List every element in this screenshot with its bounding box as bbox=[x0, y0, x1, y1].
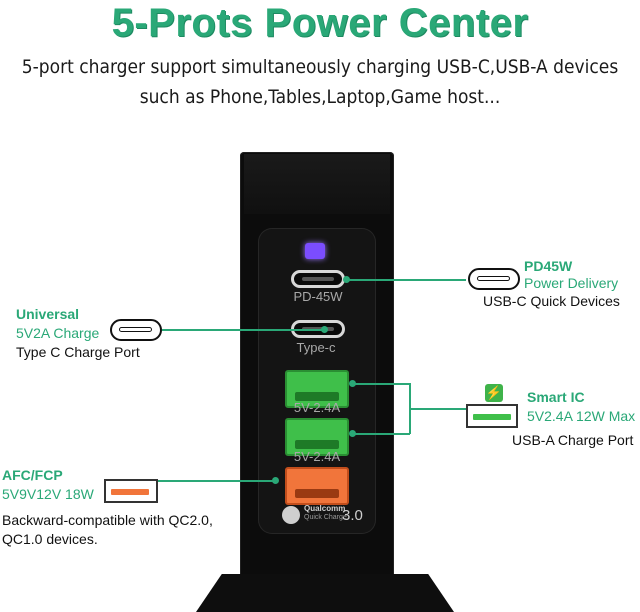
usb-c-icon bbox=[110, 319, 162, 341]
connector-bracket bbox=[409, 383, 411, 434]
usb-c-port-pd bbox=[291, 270, 345, 288]
callout-pd-line2: USB-C Quick Devices bbox=[483, 293, 620, 309]
callout-smart-line1: 5V2.4A 12W Max bbox=[527, 408, 636, 424]
qualcomm-logo: Qualcomm Quick Charge 3.0 bbox=[282, 504, 372, 528]
port-label-pd: PD-45W bbox=[293, 289, 343, 304]
usb-a-icon bbox=[466, 404, 518, 428]
connector-dot-universal bbox=[321, 326, 328, 333]
connector-line-usba-2 bbox=[354, 433, 410, 435]
port-label-usba-2: 5V-2.4A bbox=[293, 449, 341, 464]
connector-line-smart bbox=[410, 408, 466, 410]
connector-line-usba-1 bbox=[354, 383, 410, 385]
callout-afc-line3: QC1.0 devices. bbox=[2, 531, 98, 547]
usb-a-port-1 bbox=[285, 370, 349, 408]
subtitle-line-2: such as Phone,Tables,Laptop,Game host... bbox=[139, 86, 501, 108]
qualcomm-icon bbox=[282, 506, 300, 524]
charger-top bbox=[244, 154, 390, 214]
connector-dot-pd bbox=[343, 276, 350, 283]
callout-afc-line1: 5V9V12V 18W bbox=[2, 486, 94, 502]
subtitle: 5-port charger support simultaneously ch… bbox=[0, 52, 640, 112]
callout-smart-line2: USB-A Charge Port bbox=[512, 432, 634, 448]
charger-stand bbox=[196, 574, 454, 612]
connector-dot-usba-1 bbox=[349, 380, 356, 387]
lightning-icon: ⚡ bbox=[485, 384, 503, 402]
callout-universal-line1: 5V2A Charge bbox=[16, 325, 100, 341]
usb-a-port-2 bbox=[285, 418, 349, 456]
callout-universal-line2: Type C Charge Port bbox=[16, 344, 140, 360]
usb-a-icon bbox=[104, 479, 158, 503]
callout-smart-title: Smart IC bbox=[527, 389, 585, 405]
callout-afc-title: AFC/FCP bbox=[2, 467, 63, 483]
port-label-typec: Type-c bbox=[296, 340, 336, 355]
connector-line-afc bbox=[158, 480, 274, 482]
subtitle-line-1: 5-port charger support simultaneously ch… bbox=[21, 56, 619, 78]
usb-a-port-qc bbox=[285, 467, 349, 505]
callout-pd-title: PD45W bbox=[524, 258, 573, 274]
callout-afc-line2: Backward-compatible with QC2.0, bbox=[2, 512, 213, 528]
callout-pd-line1: Power Delivery bbox=[524, 275, 619, 291]
power-led bbox=[305, 243, 325, 259]
connector-dot-afc bbox=[272, 477, 279, 484]
page-title: 5-Prots Power Center bbox=[111, 1, 529, 45]
usb-c-icon bbox=[468, 268, 520, 290]
callout-universal-title: Universal bbox=[16, 306, 80, 322]
connector-dot-usba-2 bbox=[349, 430, 356, 437]
connector-line-universal bbox=[162, 329, 324, 331]
port-label-usba-1: 5V-2.4A bbox=[293, 400, 341, 415]
connector-line-pd bbox=[348, 279, 466, 281]
